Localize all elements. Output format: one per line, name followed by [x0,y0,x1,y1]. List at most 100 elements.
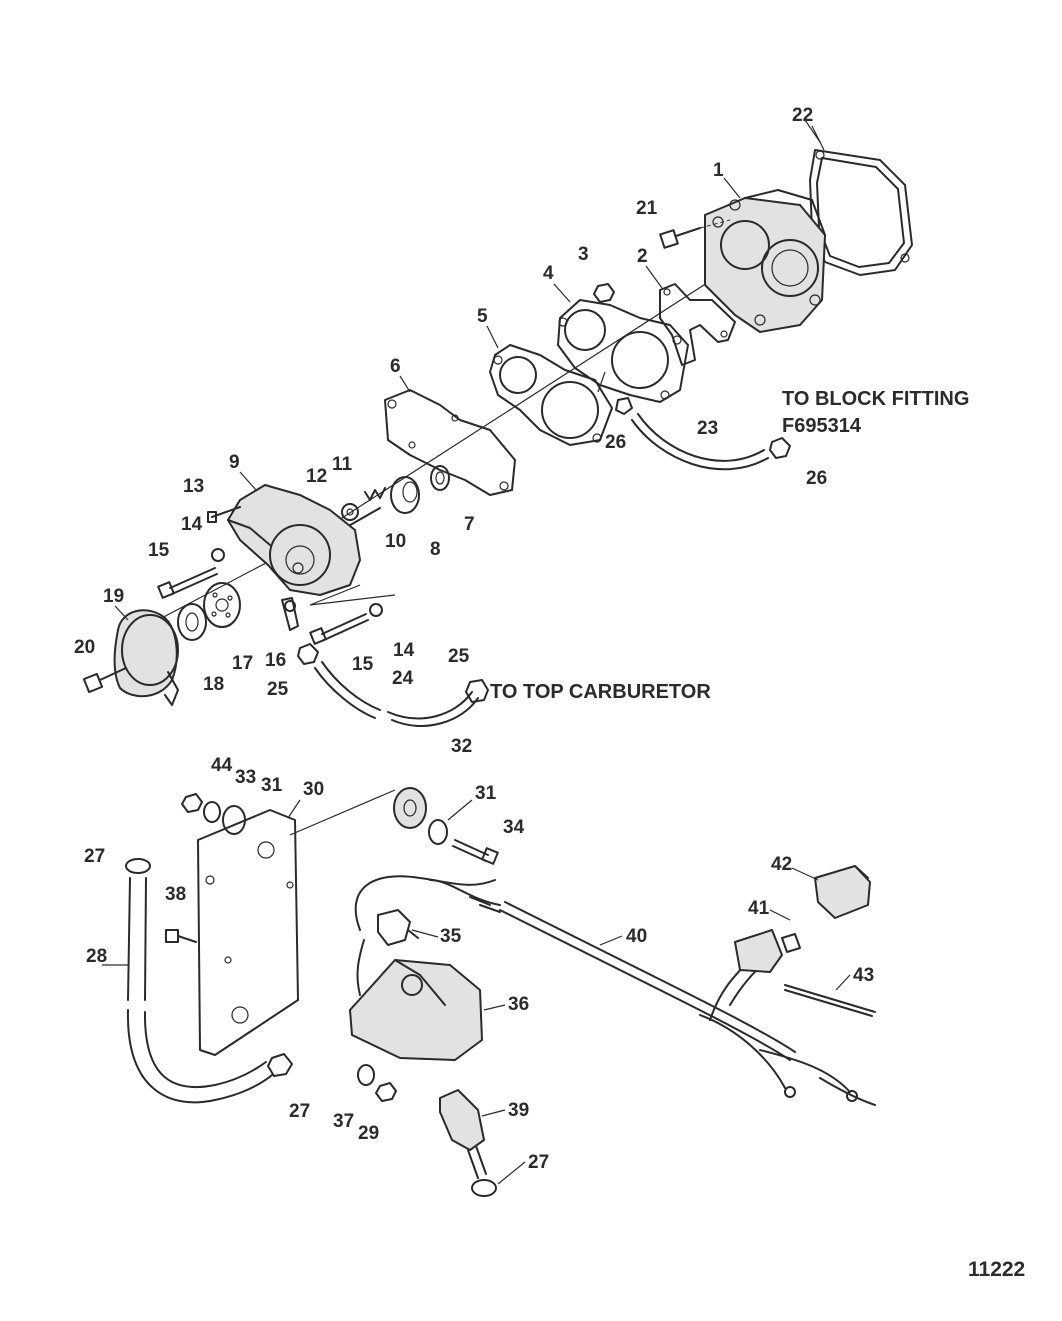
diaphragm-6 [384,389,516,496]
screw-21 [659,219,731,249]
explode-axis-line [299,264,736,546]
washer-33 [203,801,221,823]
callout-8: 8 [430,539,441,560]
callout-17: 17 [232,653,253,674]
switch-39 [439,1089,487,1179]
hose-28 [126,877,273,1104]
fitting-26b [769,437,791,459]
callout-31b: 31 [475,783,497,804]
plate-2 [659,283,736,366]
grommet-32 [393,787,427,829]
callout-1: 1 [713,160,724,181]
washer-14a [211,548,225,562]
figure-number: 11222 [968,1258,1025,1281]
callout-20: 20 [74,637,95,658]
screw-15a [157,567,218,599]
callout-26a: 26 [605,432,626,453]
callout-19: 19 [103,586,124,607]
callout-16: 16 [265,650,286,671]
callout-14b: 14 [393,640,415,661]
diaphragm-17 [203,582,241,628]
callout-11: 11 [332,454,353,475]
note-block-fitting-part: F695314 [782,415,862,437]
callout-36: 36 [508,994,529,1015]
callout-39: 39 [508,1100,529,1121]
gasket-5 [489,344,613,446]
pump-body-1 [704,189,826,333]
washer-37 [357,1064,375,1086]
fitting-26a [615,397,633,415]
callout-21: 21 [636,198,658,219]
callout-22: 22 [792,105,813,126]
pin-10 [344,507,381,529]
callout-38: 38 [165,884,186,905]
callout-10: 10 [385,531,406,552]
callout-7: 7 [464,514,475,535]
module-36 [349,959,483,1061]
tie-strap-43 [784,984,876,1017]
gasket-22 [809,149,913,276]
callout-15a: 15 [148,540,170,561]
pump-housing-9 [227,484,361,596]
screw-38 [165,929,197,943]
plate-axis-line [289,789,396,836]
grommet-31a [222,805,246,835]
harness-40 [469,896,876,1106]
callout-13: 13 [183,476,204,497]
fitting-25b [465,679,489,703]
bolt-34 [452,839,499,865]
wire-loop [354,875,496,931]
callout-40: 40 [626,926,647,947]
cup-8 [390,476,420,514]
screw-13 [207,506,241,523]
callout-44: 44 [211,755,233,776]
note-block-fitting: TO BLOCK FITTING [782,388,969,410]
callout-35: 35 [440,926,462,947]
note-top-carburetor: TO TOP CARBURETOR [490,681,711,703]
sensor-35 [377,909,419,946]
hose-24 [314,661,479,727]
clamp-27c [471,1179,497,1197]
spring-12 [341,503,359,521]
callout-18: 18 [203,674,224,695]
callout-9: 9 [229,452,240,473]
callout-5: 5 [477,306,488,327]
bracket-lines [309,584,396,606]
callout-30: 30 [303,779,324,800]
connector-41 [734,929,801,973]
callout-26b: 26 [806,468,827,489]
valve-16 [281,597,299,631]
callout-27a: 27 [84,846,105,867]
mounting-plate-30 [197,809,299,1056]
callout-27b: 27 [289,1101,310,1122]
callout-43: 43 [853,965,874,986]
callout-31a: 31 [261,775,283,796]
spring-11 [364,487,386,501]
diaphragm-housing-4 [557,299,689,403]
wire-branch [429,879,501,906]
washer-14b [369,603,383,617]
nut-29 [375,1082,397,1102]
callout-3: 3 [578,244,589,265]
callout-29: 29 [358,1123,379,1144]
callout-33: 33 [235,767,256,788]
screw-20 [82,667,127,694]
fitting-25a [297,643,319,665]
nut-3 [593,283,615,303]
callout-2: 2 [637,246,648,267]
washer-7 [430,465,450,491]
callout-28: 28 [86,946,107,967]
callout-25a: 25 [267,679,289,700]
callout-4: 4 [543,263,554,284]
callout-24: 24 [392,668,414,689]
callout-15b: 15 [352,654,374,675]
nut-44 [181,793,203,813]
washer-31b [428,819,448,845]
hose-23 [631,413,769,471]
callout-25b: 25 [448,646,470,667]
gasket-18 [177,603,207,641]
callout-42: 42 [771,854,792,875]
leader-lines [102,119,851,1185]
callout-37: 37 [333,1111,354,1132]
